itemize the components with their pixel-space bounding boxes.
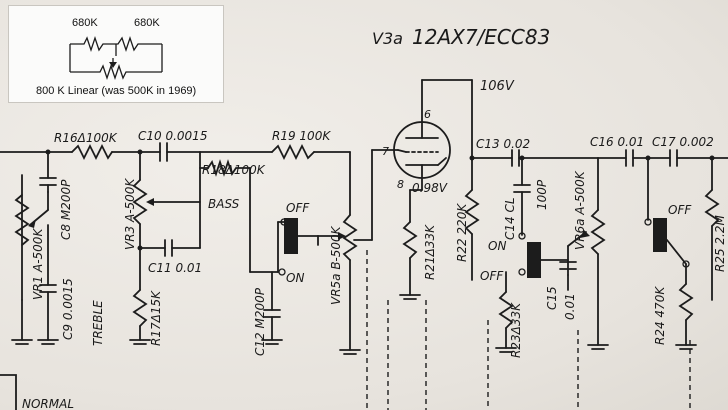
cathode-voltage-label: 0.98V — [412, 181, 448, 195]
c17-label: C17 0.002 — [652, 135, 714, 149]
switch-1-on-label: ON — [286, 271, 304, 285]
r24-resistor — [678, 283, 694, 321]
r21-resistor — [402, 221, 418, 259]
vr6a-pot — [590, 209, 606, 255]
plate-voltage-label: 106V — [480, 79, 515, 94]
tube-pin-grid: 7 — [382, 145, 389, 158]
r18-resistor — [199, 159, 251, 177]
tube-designator: V3a — [372, 29, 403, 48]
r17-resistor — [132, 289, 148, 327]
r24-label: R24 470K — [653, 286, 667, 345]
switch-1-off-label: OFF — [286, 201, 310, 215]
tube-type-label: 12AX7/ECC83 — [412, 25, 550, 49]
r18-label: R18Δ100K — [202, 163, 266, 177]
treble-label: TREBLE — [91, 300, 105, 346]
c12-label: C12 M200P — [253, 287, 267, 356]
normal-box-outline — [0, 374, 17, 410]
switch-2-on-label: ON — [488, 239, 506, 253]
c14-value-label: 100P — [535, 179, 549, 210]
r23-resistor — [498, 291, 514, 329]
c14-label: C14 CL — [503, 197, 517, 240]
c9-label: C9 0.0015 — [61, 278, 75, 340]
c8-label: C8 M200P — [59, 179, 73, 240]
c15-label: C15 — [545, 286, 559, 310]
c10-label: C10 0.0015 — [138, 129, 207, 143]
vr1-pot — [14, 194, 30, 246]
r22-resistor — [464, 189, 480, 235]
r16-resistor — [71, 143, 113, 161]
switch-3-body — [653, 218, 667, 252]
vr6a-label: VR6a A-500K — [573, 170, 587, 250]
vr5a-label: VR5a B-500K — [329, 225, 343, 305]
inset-caption: 800 K Linear (was 500K in 1969) — [36, 85, 196, 97]
vr3-pot — [132, 179, 148, 225]
r17-label: R17Δ15K — [149, 290, 163, 346]
normal-label: NORMAL — [22, 397, 74, 410]
vr5a-pot — [342, 214, 358, 261]
vr3-label: VR3 A-500K — [123, 178, 137, 250]
switch-2-body — [527, 242, 541, 278]
r19-resistor — [271, 143, 315, 161]
inset-r1-label: 680K — [72, 17, 98, 29]
tube-pin-cathode: 8 — [397, 178, 404, 191]
switch-2-off-label: OFF — [480, 269, 504, 283]
vr1-label: VR1 A-500K — [31, 228, 45, 300]
switch-3-off-label: OFF — [668, 203, 692, 217]
c16-label: C16 0.01 — [590, 135, 644, 149]
r19-label: R19 100K — [272, 129, 331, 143]
r22-label: R22 220K — [455, 203, 469, 262]
r16-label: R16Δ100K — [54, 131, 118, 145]
c11-label: C11 0.01 — [148, 261, 202, 275]
switch-1-body — [284, 218, 298, 254]
inset-pot-schematic — [69, 35, 163, 81]
r25-label: R25 2.2M — [713, 214, 727, 272]
bass-label: BASS — [208, 197, 240, 211]
tube-pin-plate: 6 — [424, 108, 431, 121]
r25-resistor — [704, 189, 720, 227]
c15-value-label: 0.01 — [563, 293, 577, 320]
r21-label: R21Δ33K — [423, 224, 437, 280]
inset-r2-label: 680K — [134, 17, 160, 29]
c13-label: C13 0.02 — [476, 137, 530, 151]
r23-label: R23Δ33K — [509, 302, 523, 358]
